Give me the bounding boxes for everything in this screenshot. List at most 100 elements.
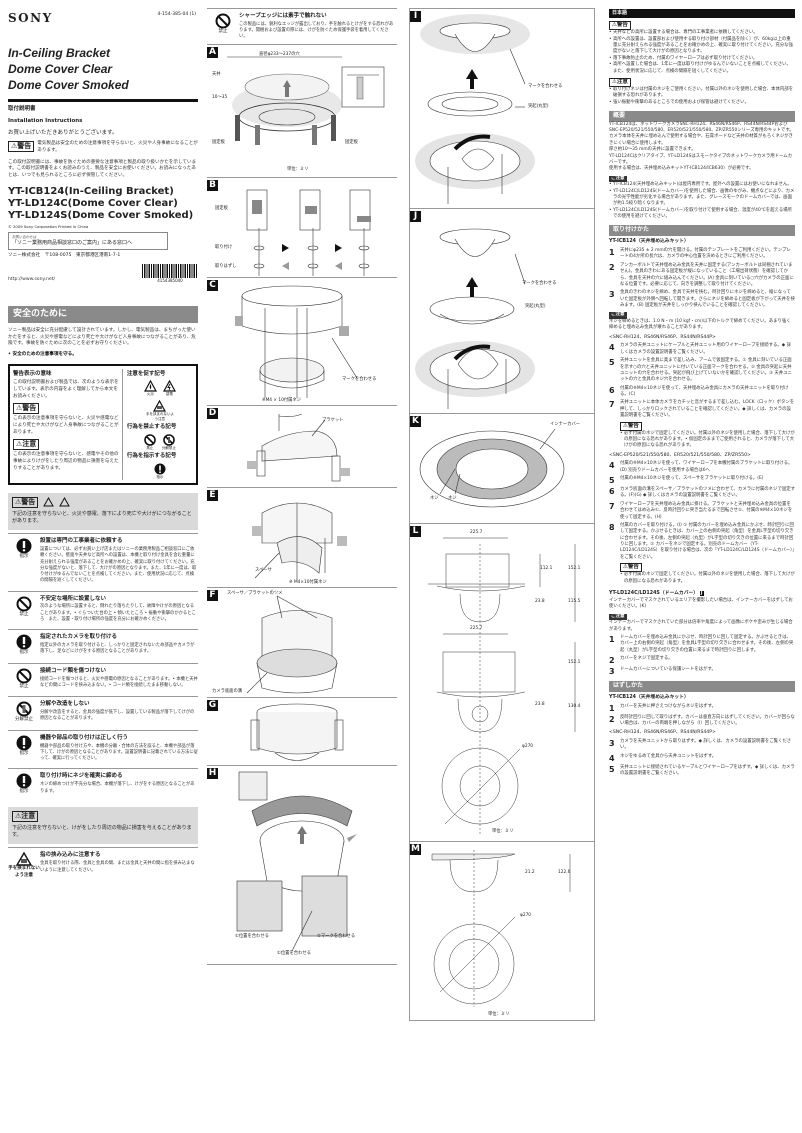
dome-dimension-drawing <box>431 850 571 1007</box>
item-body: この製品には、鋭利なエッジが露出しており、手を触れるとけがをする恐れがあります。… <box>239 21 394 40</box>
symbol-label: 手を挟まれないよう注意 <box>145 411 174 421</box>
legend-prohibit-title: 行為を禁止する記号 <box>126 423 177 430</box>
figure-ref: J <box>699 590 704 596</box>
dim-height: 112.1 <box>540 566 553 571</box>
bracket-rotation-illustration <box>236 771 357 951</box>
model-group-heading: <SNC-RH124、RS46N/RS46P、RS44N/RS44P> <box>609 730 716 736</box>
inquiry-text: 「ソニー業務用商品相談窓口のご案内」にある窓口へ <box>12 240 133 247</box>
item-text: 設置は専門の工事業者に依頼する設置については、必ずお買い上げ店またはソニーの業務… <box>40 538 198 584</box>
dim-diameter: φ270 <box>520 913 532 918</box>
note-label: ご注意 <box>609 613 627 621</box>
step-text: 付属の※M4×10ネジを使って、ワイヤーロープを本機付属のブラケットに取り付ける… <box>620 461 793 473</box>
caption-attach: 取り付け <box>215 244 233 250</box>
column-figures-a-h: 禁止 シャープエッジには素手で触れないこの製品には、鋭利なエッジが露出しており、… <box>207 0 397 1133</box>
symbol-legend: 警告表示の意味 この取付説明書および製品では、次のような表示をしています。表示の… <box>8 363 198 485</box>
fixing-plate-rotation-illustration <box>246 189 371 276</box>
caution-summary-box: ⚠注意 下記の注意を守らないと、けがをしたり周辺の物品に損害を与えることがありま… <box>8 806 198 845</box>
step-number: 6 <box>609 487 615 497</box>
list-item: • 高所へ設置した場合は、1年に一度は取り付けがゆるんでいないことを点検してくだ… <box>609 62 791 74</box>
caption-align-position: ①位置を合わせる <box>235 933 269 939</box>
list-item: • 天井などの高所に設置する場合は、専門の工事業者に依頼してください。 <box>609 30 758 36</box>
intro-text: この取付説明書には、事故を防ぐための重要な注意事項と製品の取り扱いかたを示してい… <box>8 159 197 178</box>
install-subheading: YT-ICB124（天井埋め込みキット） <box>609 239 689 245</box>
caption-align-mark: ②マークを合わせる <box>317 933 356 939</box>
figure-label: G <box>207 699 218 711</box>
step-text: カバーを天井に押さえつけながらネジをはずす。 <box>620 703 717 709</box>
wire-rope-bracket-illustration <box>247 413 350 481</box>
caution-list: • 取り付けネジは付属のネジをご使用ください。付属以外のネジを使用した場合、本体… <box>609 87 795 106</box>
column-cover-safety: SONY 4-154-385-04 (1) In-Ceiling Bracket… <box>8 0 198 1133</box>
note-label: ご注意 <box>609 312 627 319</box>
overview-paragraph: 使用する場合は、天井埋め込みキットYT-ICB124/ICB630）が必要です。 <box>609 166 754 172</box>
dim-height: 152.1 <box>568 566 581 571</box>
warning-tag: ⚠警告 <box>12 496 39 508</box>
legend-meaning-text: この取付説明書および製品では、次のような表示をしています。表示の内容をよく理解し… <box>13 380 119 399</box>
column-figures-i-m: I マークを合わせる 突起(丸型) J <box>409 0 595 1133</box>
warning-item: 指示機器や部品の取り付けは正しく行う機器や部品の取り付け方や、本機の分離・合体の… <box>8 729 198 766</box>
caption-camera-groove: カメラ底面の溝 <box>212 688 243 694</box>
note-list: • YT-ICB124(天井埋め込みキット)は屋内専用です。屋外への設置にはお使… <box>609 182 795 220</box>
icon-label: 手を挟まれないよう注意 <box>8 866 40 878</box>
item-body: 指定以外のカメラを取り付けると、しっかりと固定されないため部品やカメラが落下し、… <box>40 643 195 655</box>
instruction-icon <box>154 463 166 475</box>
no-disassembly-icon <box>16 701 32 717</box>
caption-fixing-plate: 固定板 <box>212 139 225 145</box>
overview-paragraph: 厚さ約10～35 mmの天井に設置できます。 <box>609 147 696 153</box>
step-text: 天井ユニットに本体カメラをカチッと音がするまで差し込む。LOCK（ロック）ボタン… <box>620 400 795 419</box>
caption-round-bump: 突起(丸型) <box>525 304 546 309</box>
figure-k: K インナーカバー ネジ ネジ <box>409 413 595 523</box>
symbol-label: 感電 <box>165 392 173 397</box>
caution-summary-text: 下記の注意を守らないと、けがをしたり周辺の物品に損害を与えることがあります。 <box>12 824 192 839</box>
item-text: 機器や部品の取り付けは正しく行う機器や部品の取り付け方や、本機の分離・合体の方法… <box>40 735 198 763</box>
step-number: 1 <box>609 634 615 644</box>
step-number: 5 <box>609 358 615 368</box>
figure-label: B <box>207 179 218 191</box>
model-name: YT-ICB124(In-Ceiling Bracket) <box>8 185 174 197</box>
step-number: 3 <box>609 290 615 300</box>
website-link[interactable]: http://www.sony.net/ <box>8 277 56 283</box>
item-title: 指の挟み込みに注意する <box>40 852 101 859</box>
step-number: 7 <box>609 501 615 511</box>
section-title-remove: はずしかた <box>609 681 795 692</box>
step-text: 反時計回りに回して取りはずす。カバーは垂直方向にはずしてください。カバーが回らな… <box>620 714 795 727</box>
barcode-number: 4154385040 <box>157 278 183 284</box>
step-number: 4 <box>609 753 615 763</box>
document-number: 4-154-385-04 (1) <box>157 12 196 17</box>
instruction-icon <box>16 735 32 751</box>
step-text: 天井にφ235 ± 2 mmの穴を開ける。付属のテンプレートをご利用ください。テ… <box>620 248 791 260</box>
safety-intro: ソニー製品は安全に充分配慮して設計されています。しかし、電気製品は、まちがった使… <box>8 327 196 347</box>
cover-warning-text: 電気製品は安全のための注意事項を守らないと、火災や人身事故になることがあります。 <box>37 141 198 153</box>
figure-label: A <box>207 46 218 58</box>
instruction-icon <box>16 773 32 789</box>
caution-tag: ⚠注意 <box>12 810 39 822</box>
dome-intro: インナーカバーでマスクされているエリアを撮影したい場合は、インナーカバーをはずし… <box>609 597 793 610</box>
symbol-label: 分解禁止 <box>161 445 176 450</box>
model-list: YT-ICB124(In-Ceiling Bracket) YT-LD124C(… <box>8 186 198 222</box>
warning-summary-text: 下記の注意を守らないと、火災や感電、落下により死亡や大けがにつながることがありま… <box>12 510 192 524</box>
legend-meaning-title: 警告表示の意味 <box>13 370 52 377</box>
dome-subheading: YT-LD124C/LD124S（ドームカバー） J <box>609 590 704 596</box>
figure-m: M 21.2 122.6 φ270 単位：ミリ <box>409 841 595 1021</box>
caption-screw: ※ M4×10付属ネジ <box>289 579 327 585</box>
item-icon-wrap: 指示 <box>8 634 40 657</box>
caption-align-mark: マークを合わせる <box>528 84 563 89</box>
caption-screw: ネジ <box>430 496 439 501</box>
list-item: • YT-LD124C/LD124S(ドームカバー)を取り付けて使用する場合、温… <box>609 207 792 220</box>
list-item: • 落下事故防止のため、付属のワイヤーロープは必ず取り付けてください。 <box>609 55 758 61</box>
icon-label: 禁止 <box>19 611 29 617</box>
dim-height: 152.1 <box>568 660 581 665</box>
item-body: ネジの締めつけが不充分な場合、本機が落下し、けがをする原因となることがあります。 <box>40 782 195 794</box>
item-body: 設置については、必ずお買い上げ店またはソニーの業務用製品ご相談窓口にご依頼くださ… <box>40 547 197 584</box>
electric-shock-icon <box>59 497 71 507</box>
item-title: 接続コード類を傷つけない <box>40 667 107 674</box>
legend-warning-tag: ⚠警告 <box>13 403 40 415</box>
overview-paragraph: カメラ本体を天井に埋め込んで使用する場合や、石膏ボードなど天井の材質がもろくネジ… <box>609 134 794 146</box>
